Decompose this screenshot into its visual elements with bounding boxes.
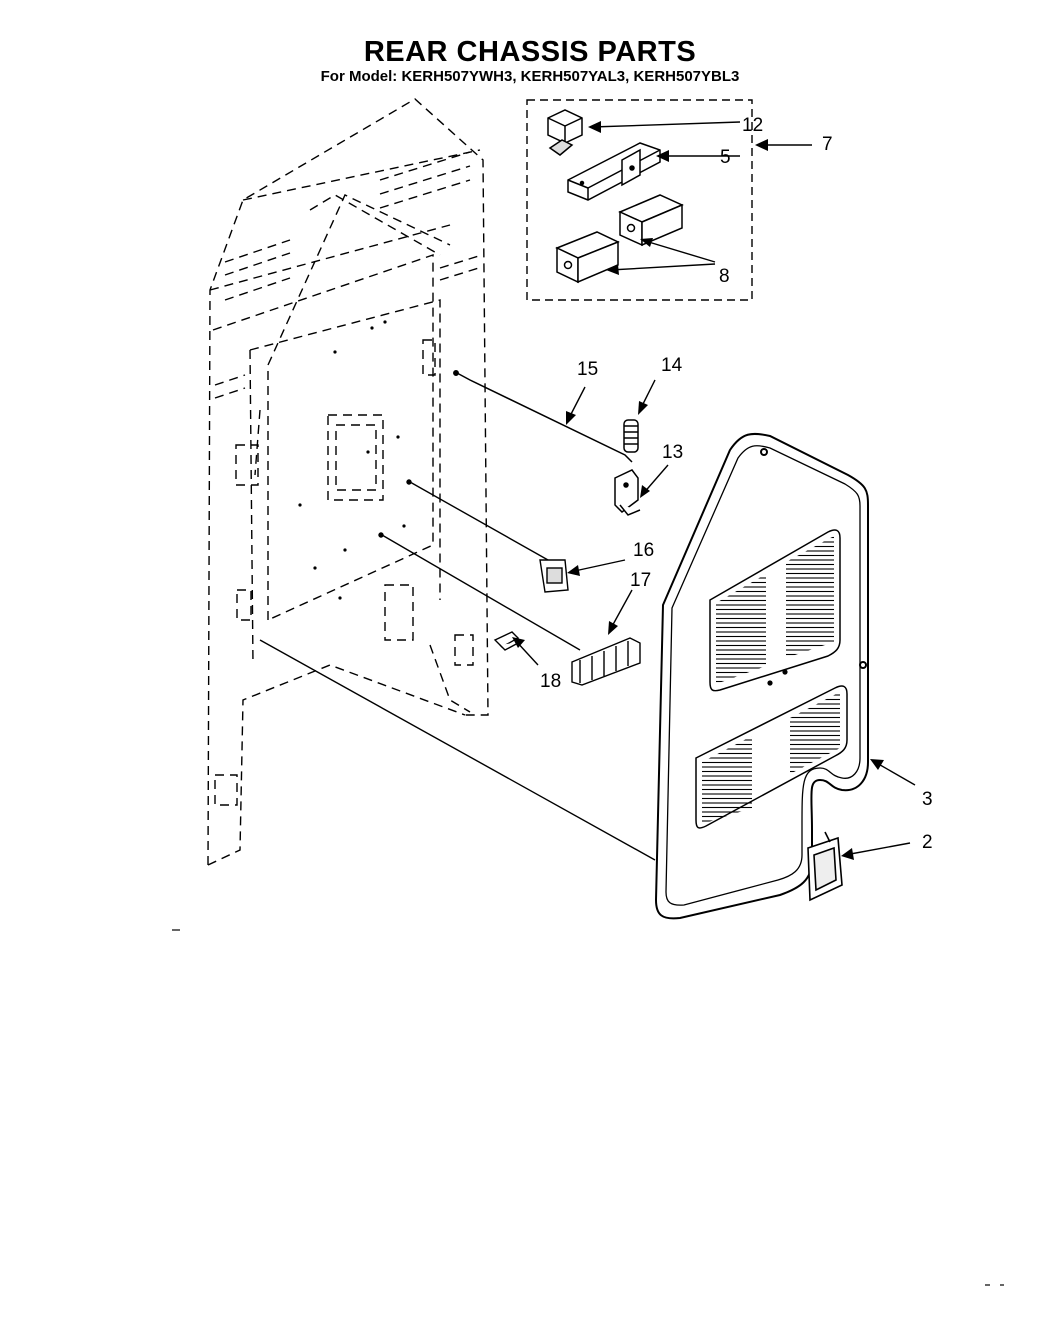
part-12-terminal-block [547,109,583,156]
callout-13: 13 [662,442,683,463]
callout-14: 14 [661,355,683,376]
callout-labels: 12 5 7 8 15 14 13 16 17 18 3 2 [540,115,933,853]
kit-bracket-box [526,99,753,301]
part-13-clip [614,469,641,516]
leader-arrowheads [512,121,884,860]
callout-12: 12 [742,115,763,136]
part-15-rod [453,370,633,463]
part-8-upper-block [618,194,684,247]
part-5-bracket [567,142,661,201]
part-2-access-cover [807,831,843,902]
callout-8: 8 [719,266,730,287]
callout-2: 2 [922,832,933,853]
range-cabinet-outline [207,98,489,866]
callout-15: 15 [577,359,598,380]
callout-3: 3 [922,789,933,810]
part-17-terminal-strip [378,532,641,686]
cabinet-screw-dots [298,320,406,600]
callout-5: 5 [720,147,731,168]
callout-7: 7 [822,134,833,155]
page-header: REAR CHASSIS PARTS For Model: KERH507YWH… [0,36,1043,86]
callout-16: 16 [633,540,654,561]
scan-marks [172,929,1004,1286]
leader-lines [259,121,916,861]
part-8-lower-block [555,231,620,284]
page-title: REAR CHASSIS PARTS [363,36,697,68]
part-16-wire-connector [406,479,569,593]
callout-17: 17 [630,570,651,591]
part-3-rear-panel [654,432,869,920]
part-18-small-clip [493,631,521,651]
part-14-spring [623,419,639,453]
model-subtitle: For Model: KERH507YWH3, KERH507YAL3, KER… [320,68,740,85]
callout-18: 18 [540,671,561,692]
